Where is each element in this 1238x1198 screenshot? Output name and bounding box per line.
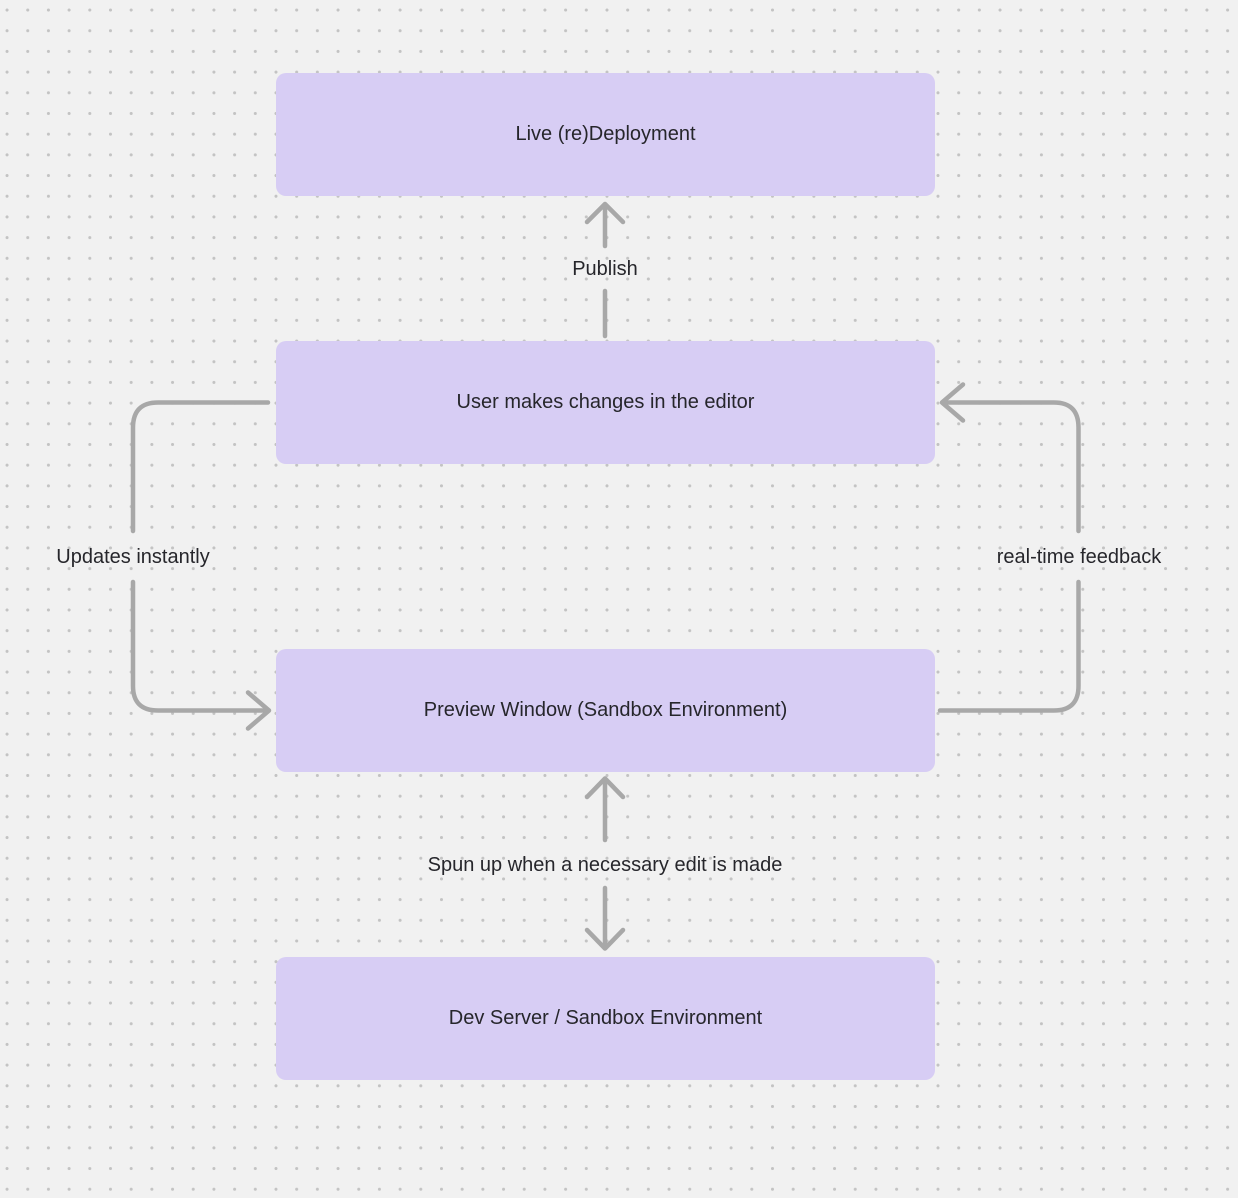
arrow-shaft [937,579,1081,713]
edge-label-updates-instantly: Updates instantly [56,546,210,568]
node-live-redeployment: Live (re)Deployment [276,73,935,196]
node-label: User makes changes in the editor [456,391,755,413]
node-editor-changes: User makes changes in the editor [276,341,935,464]
arrow-shaft [130,579,267,713]
arrow-shaft [130,400,271,534]
arrow-up-icon [584,201,626,225]
edge-label-real-time-feedback: real-time feedback [996,546,1162,568]
node-preview-window: Preview Window (Sandbox Environment) [276,649,935,772]
node-label: Dev Server / Sandbox Environment [448,1007,763,1029]
edge-label-spun-up: Spun up when a necessary edit is made [427,854,783,876]
arrow-up-icon [584,776,626,800]
node-label: Live (re)Deployment [515,123,696,145]
arrow-right-icon [245,690,272,731]
arrow-down-icon [584,927,626,951]
arrow-left-icon [939,382,966,423]
edge-label-publish: Publish [572,258,638,280]
arrow-shaft [943,400,1081,534]
node-dev-server: Dev Server / Sandbox Environment [276,957,935,1080]
node-label: Preview Window (Sandbox Environment) [423,699,788,721]
